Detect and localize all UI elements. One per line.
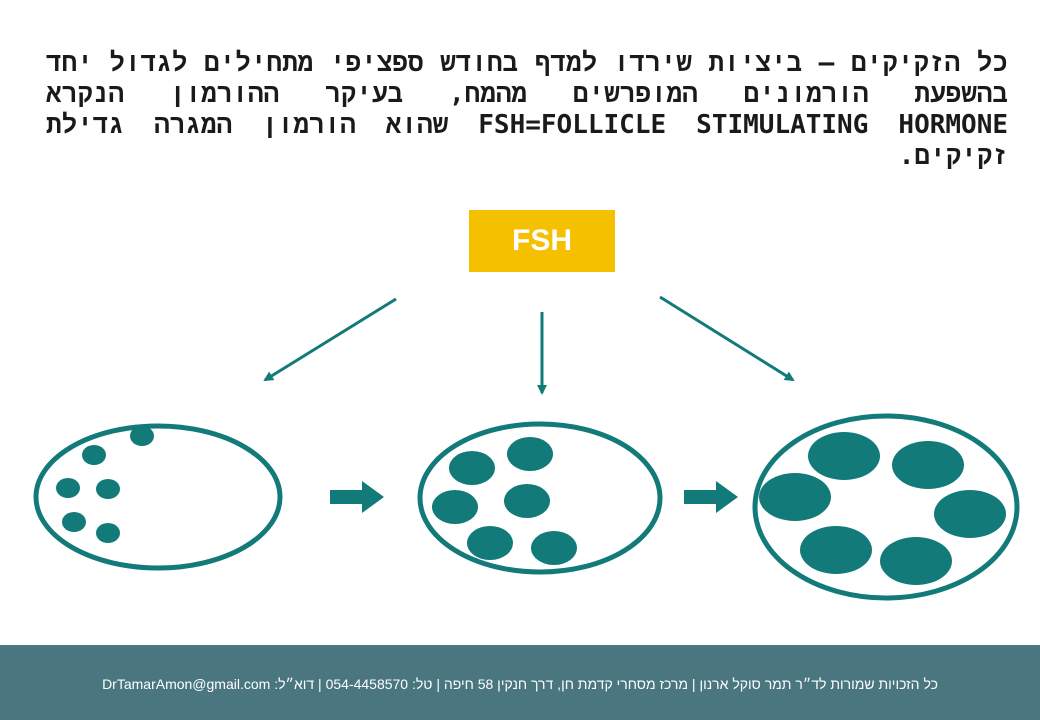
follicle: [880, 537, 952, 585]
footer-contact-text: כל הזכויות שמורות לד״ר תמר סוקל ארנון | …: [102, 675, 938, 692]
follicle: [892, 441, 964, 489]
ovary-stage-large: [752, 413, 1020, 601]
follicle: [62, 512, 86, 532]
fsh-arrow-left: [263, 297, 397, 382]
progress-arrow-2: [684, 481, 738, 513]
ovary-stage-medium: [417, 421, 663, 575]
follicle: [449, 451, 495, 485]
follicle: [96, 479, 120, 499]
follicle: [432, 490, 478, 524]
footer-bar: כל הזכויות שמורות לד״ר תמר סוקל ארנון | …: [0, 645, 1040, 720]
follicle: [56, 478, 80, 498]
follicle: [96, 523, 120, 543]
follicle: [934, 490, 1006, 538]
ovary-stage-small: [33, 423, 283, 571]
follicle: [504, 484, 550, 518]
follicle-growth-diagram: [33, 295, 1020, 601]
follicle: [800, 526, 872, 574]
fsh-label-box: FSH: [469, 210, 615, 272]
progress-arrow-1: [330, 481, 384, 513]
follicle: [467, 526, 513, 560]
follicle: [808, 432, 880, 480]
follicle: [759, 473, 831, 521]
fsh-arrow-right: [659, 295, 795, 382]
follicle: [531, 531, 577, 565]
description-text: כל הזקיקים – ביציות שירדו למדף בחודש ספצ…: [46, 48, 1008, 171]
follicle: [130, 426, 154, 446]
follicle: [82, 445, 106, 465]
follicle: [507, 437, 553, 471]
